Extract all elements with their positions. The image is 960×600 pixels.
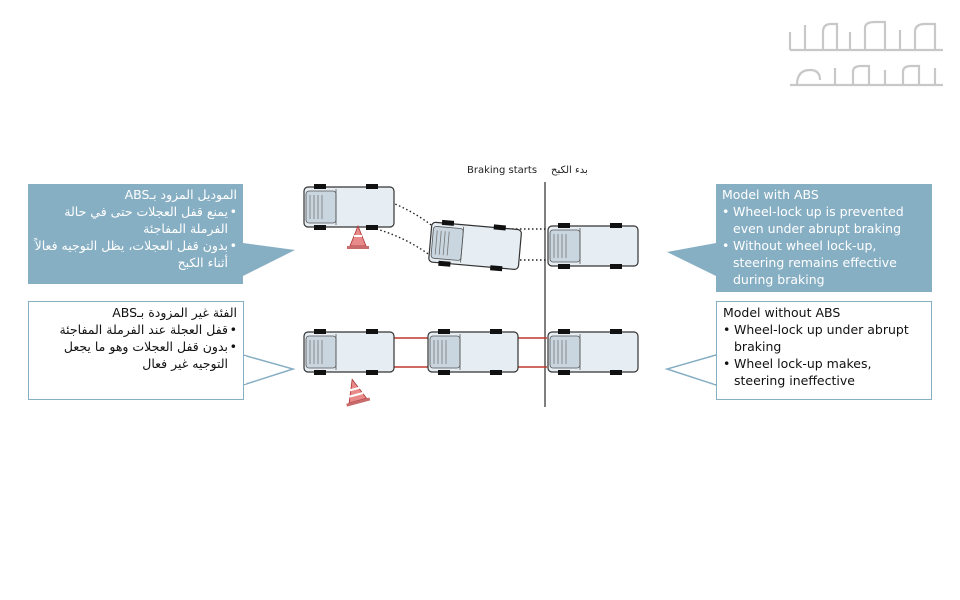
callout-abs-en-item: Wheel-lock up is prevented even under ab… xyxy=(722,203,926,237)
car-noabs-braking xyxy=(547,328,639,376)
pointer-noabs-en xyxy=(664,354,717,387)
pointer-noabs-ar xyxy=(242,354,296,387)
car-abs-braking xyxy=(547,222,639,270)
callout-noabs-ar-title: الفئة غير المزودة بـABS xyxy=(112,305,237,320)
car-noabs-skidding xyxy=(427,328,519,376)
pointer-abs-ar xyxy=(243,243,295,276)
callout-abs-ar-title: الموديل المزود بـABS xyxy=(124,187,237,202)
callout-noabs-en-item: Wheel-lock up under abrupt braking xyxy=(723,321,925,355)
braking-starts-label: Braking starts xyxy=(467,165,538,176)
callout-abs-en-title: Model with ABS xyxy=(722,187,819,202)
callout-noabs-en-item: Wheel lock-up makes, steering ineffectiv… xyxy=(723,355,925,389)
callout-noabs-ar-item: بدون قفل العجلات وهو ما يجعل التوجيه غير… xyxy=(35,338,237,372)
callout-noabs-ar: الفئة غير المزودة بـABS قفل العجلة عند ا… xyxy=(28,301,244,400)
callout-noabs-en-title: Model without ABS xyxy=(723,305,841,320)
car-abs-start xyxy=(303,183,395,231)
traffic-cone-top xyxy=(347,224,369,249)
callout-abs-ar-item: يمنع قفل العجلات حتى في حالة الفرملة الم… xyxy=(34,203,237,237)
callout-abs-en-item: Without wheel lock-up, steering remains … xyxy=(722,237,926,288)
callout-abs-ar-item: بدون قفل العجلات، يظل التوجيه فعالاً أثن… xyxy=(34,237,237,271)
car-abs-swerving xyxy=(427,218,523,274)
car-noabs-start xyxy=(303,328,395,376)
callout-abs-en: Model with ABS Wheel-lock up is prevente… xyxy=(716,184,932,292)
traffic-cone-bottom xyxy=(346,378,371,407)
callout-abs-ar: الموديل المزود بـABS يمنع قفل العجلات حت… xyxy=(28,184,243,284)
braking-starts-label-ar: بدء الكبح xyxy=(551,165,588,176)
pointer-abs-en xyxy=(667,243,716,276)
callout-noabs-en: Model without ABS Wheel-lock up under ab… xyxy=(716,301,932,400)
callout-noabs-ar-item: قفل العجلة عند الفرملة المفاجئة xyxy=(35,321,237,338)
watermark-logo xyxy=(788,20,943,87)
